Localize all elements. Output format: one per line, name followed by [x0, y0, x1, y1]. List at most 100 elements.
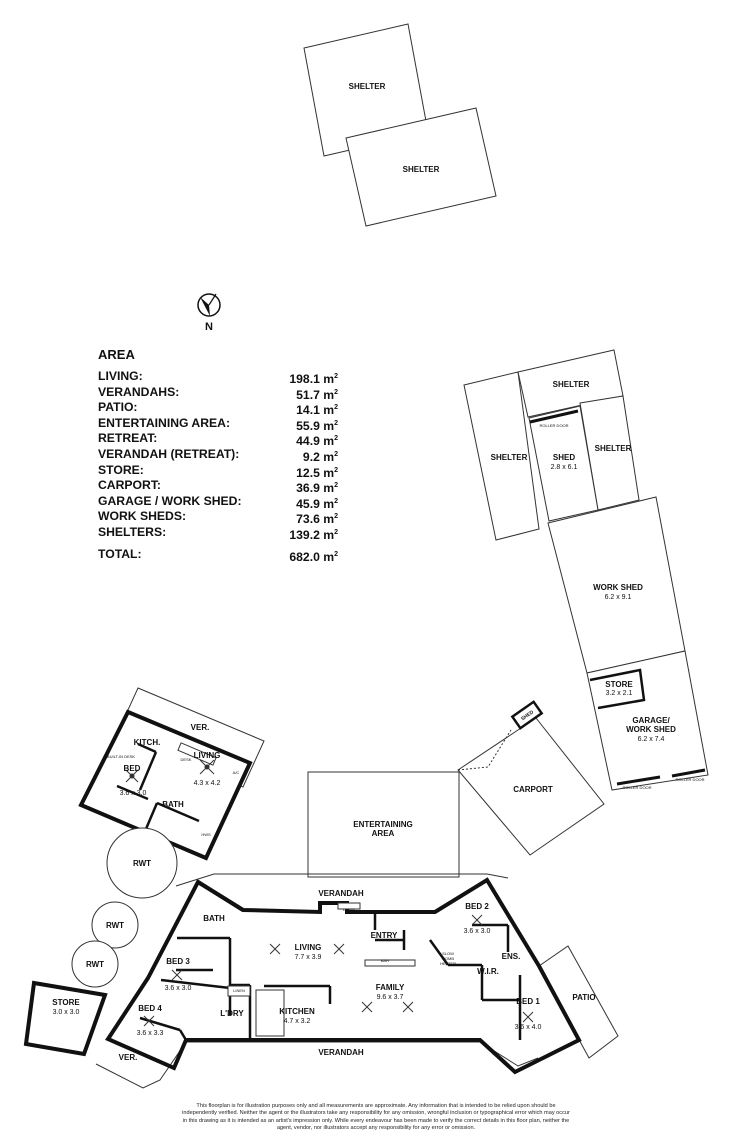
ldry-cupboard: [227, 985, 251, 997]
area-row: PATIO: 14.1 m2: [98, 400, 338, 418]
family-fan-2: [402, 1001, 414, 1013]
area-row: WORK SHEDS:73.6 m2: [98, 509, 338, 527]
garage-work-shed: [586, 650, 709, 791]
bed3-fan: [171, 969, 183, 981]
retreat-builtin-desk: BUILT-IN DESK: [107, 754, 135, 759]
area-row: RETREAT:44.9 m2: [98, 431, 338, 448]
area-row-value: 45.9 m2: [296, 496, 338, 511]
retreat-bed-fan: [125, 769, 139, 783]
work-shed-label: WORK SHED: [593, 583, 643, 592]
small-store-label: STORE: [52, 998, 80, 1007]
area-row: CARPORT:36.9 m2: [98, 478, 338, 495]
bed3-label: BED 3: [166, 957, 190, 966]
area-row-value: 14.1 m2: [296, 403, 338, 418]
area-row-label: LIVING:: [98, 369, 143, 383]
garage-label-line1: GARAGE/: [632, 716, 670, 725]
retreat-bed-dim: 3.6 x 3.0: [120, 790, 147, 797]
retreat-walls: [78, 709, 253, 861]
area-total-value: 682.0 m2: [289, 549, 338, 564]
kitchen-bench: [255, 989, 285, 1037]
retreat-hws-label: HWS: [201, 832, 211, 837]
front-verandah-outline: [175, 873, 509, 887]
living-fan-1: [269, 943, 281, 955]
rainwater-tanks: RWT RWT RWT: [71, 827, 178, 988]
area-row-label: PATIO:: [98, 400, 138, 415]
area-row: VERANDAHS:51.7 m2: [98, 384, 338, 402]
rwt-2: [91, 901, 139, 949]
front-verandah-label: VERANDAH: [318, 889, 364, 898]
retreat-bath-wall: [116, 784, 200, 823]
slow-comb-line1: SLOW: [442, 951, 454, 956]
bar-counter: [364, 959, 416, 967]
roller-door-label-3: ROLLER DOOR: [675, 777, 704, 782]
bed2-label: BED 2: [465, 902, 489, 911]
shelter-right-top-label: SHELTER: [553, 380, 590, 389]
rwt-2-label: RWT: [106, 921, 124, 930]
main-bath-label: BATH: [203, 914, 225, 923]
linen-cupboard: [337, 902, 361, 910]
retreat-fan: [199, 759, 215, 775]
main-house: VERANDAH LINEN BATH LIVING 7.7 x 3.9 ENT…: [95, 873, 619, 1089]
east-wing-walls: [373, 912, 522, 1040]
area-total-row: TOTAL: 682.0 m2: [98, 546, 338, 564]
area-row-value: 9.2 m2: [302, 450, 338, 465]
retreat-kitch-label: KITCH.: [134, 738, 161, 747]
bed1-dim: 3.6 x 4.0: [515, 1024, 542, 1031]
carport-area: SHED CARPORT: [457, 700, 605, 856]
wir-label: W.I.R.: [477, 967, 499, 976]
shed-small: [528, 405, 599, 522]
rwt-3-label: RWT: [86, 960, 104, 969]
retreat-living-dim: 4.3 x 4.2: [194, 780, 221, 787]
shelter-top-2-label: SHELTER: [403, 165, 440, 174]
main-house-outer-walls: [105, 877, 582, 1075]
area-total-label: TOTAL:: [98, 546, 142, 561]
area-row: STORE:12.5 m2: [98, 462, 338, 480]
ldry-label: L'DRY: [220, 1009, 244, 1018]
area-row-value: 73.6 m2: [296, 512, 338, 527]
kitchen-dim: 4.7 x 3.2: [284, 1018, 311, 1025]
living-fan-2: [333, 943, 345, 955]
living-dim: 7.7 x 3.9: [295, 954, 322, 961]
compass-north-label: N: [205, 321, 213, 333]
shelter-right-left: [463, 371, 540, 541]
entertaining-area: ENTERTAINING AREA: [307, 771, 460, 878]
area-row-label: STORE:: [98, 462, 144, 477]
area-row: ENTERTAINING AREA:55.9 m2: [98, 416, 338, 433]
store-label: STORE: [605, 680, 633, 689]
top-shelters: SHELTER SHELTER: [303, 23, 497, 227]
linen-label: LINEN: [343, 907, 355, 912]
carport-label: CARPORT: [513, 785, 553, 794]
small-store-walls: [23, 980, 108, 1057]
area-title: AREA: [98, 347, 135, 362]
north-compass: N: [197, 293, 221, 333]
retreat-desk-label: DESK: [181, 757, 192, 762]
bed4-fan: [143, 1015, 155, 1027]
retreat-ver-label: VER.: [191, 723, 210, 732]
entertaining-area-outline: [307, 771, 460, 878]
area-row-label: SHELTERS:: [98, 524, 167, 539]
area-row: VERANDAH (RETREAT):9.2 m2: [98, 447, 338, 465]
retreat: VER. KITCH. LIVING 4.3 x 4.2 BED 3.6 x 3…: [78, 687, 265, 861]
family-dim: 9.6 x 3.7: [377, 994, 404, 1001]
roller-door-label-2: ROLLER DOOR: [622, 785, 651, 790]
rwt-large: [106, 827, 178, 899]
area-row: GARAGE / WORK SHED: 45.9 m2: [98, 493, 338, 511]
area-row-value: 139.2 m2: [289, 528, 338, 542]
bed4-dim: 3.6 x 3.3: [137, 1030, 164, 1037]
small-shed: [510, 700, 544, 730]
area-row-label: VERANDAHS:: [98, 384, 180, 399]
shed-dim: 2.8 x 6.1: [551, 464, 578, 471]
garage-label-line2: WORK SHED: [626, 725, 676, 734]
slow-comb-line2: COMB: [442, 956, 454, 961]
slow-comb-line3: HEATER: [440, 961, 456, 966]
retreat-bed-label: BED: [124, 764, 141, 773]
bed1-fan: [522, 1011, 534, 1023]
rwt-3: [71, 940, 119, 988]
carport: [457, 717, 605, 856]
area-row: LIVING:198.1 m2: [98, 369, 338, 386]
bed1-label: BED 1: [516, 997, 540, 1006]
area-row-label: GARAGE / WORK SHED:: [98, 493, 242, 508]
patio-label: PATIO: [572, 993, 595, 1002]
